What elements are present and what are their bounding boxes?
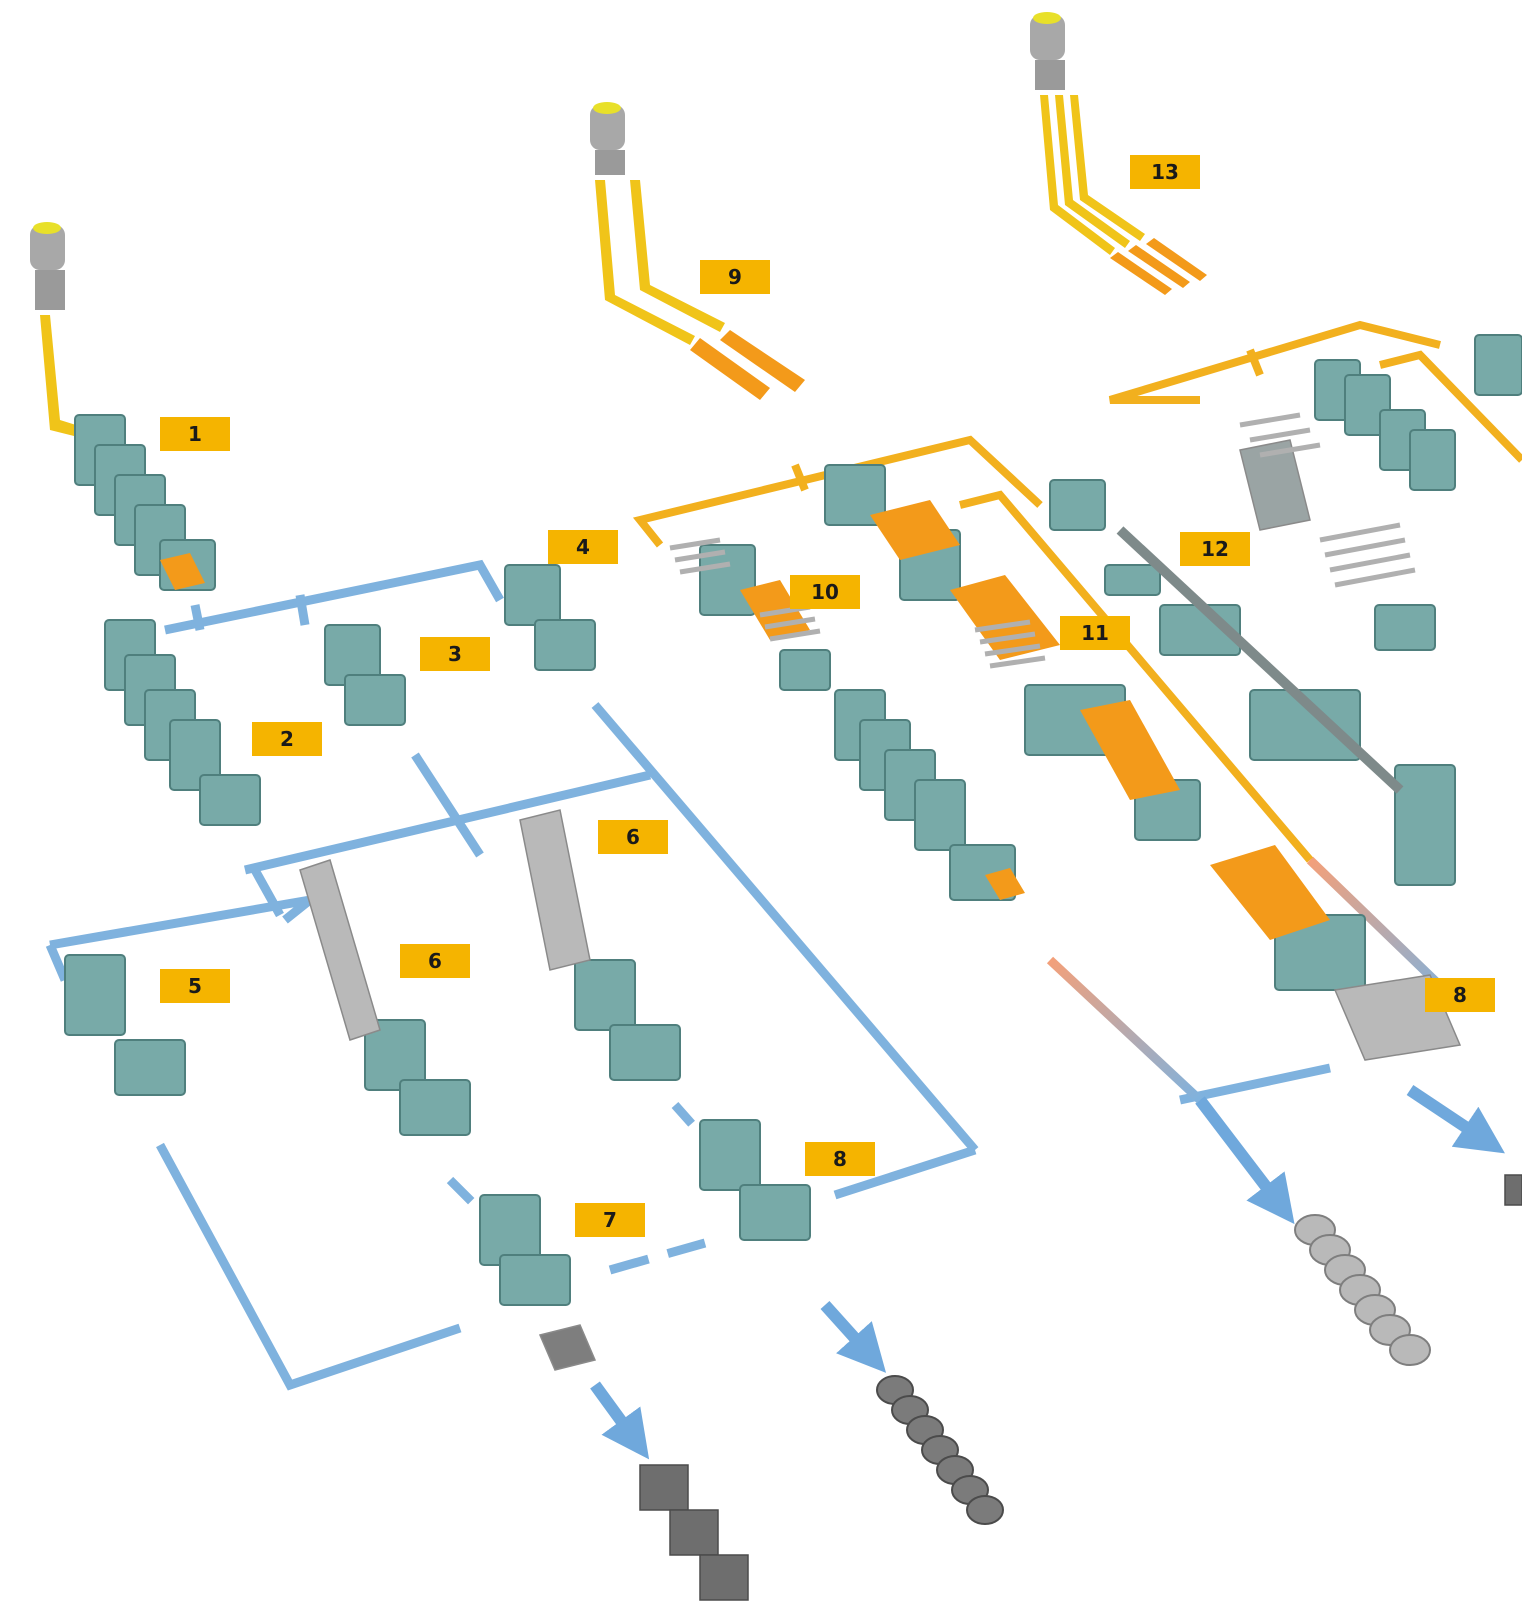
label-1: 1	[160, 417, 230, 451]
strands-13	[1040, 95, 1207, 295]
label-2: 2	[252, 722, 322, 756]
label-8b: 8	[1425, 978, 1495, 1012]
label-6b: 6	[598, 820, 668, 854]
ladle-9	[590, 102, 625, 175]
label-5: 5	[160, 969, 230, 1003]
label-3: 3	[420, 637, 490, 671]
label-8a: 8	[805, 1142, 875, 1176]
strand-1	[40, 315, 92, 440]
roller-tables	[669, 412, 1416, 669]
label-6a: 6	[400, 944, 470, 978]
label-9: 9	[700, 260, 770, 294]
hot-route-lines	[632, 320, 1522, 863]
product-arrows	[590, 1085, 1505, 1460]
ladle-13	[1030, 12, 1065, 90]
label-13: 13	[1130, 155, 1200, 189]
product-rings	[876, 1375, 1004, 1525]
label-4: 4	[548, 530, 618, 564]
hot-strips	[160, 500, 1330, 940]
label-7: 7	[575, 1203, 645, 1237]
product-coils	[1294, 1214, 1431, 1366]
steel-elements	[299, 439, 1462, 1371]
strands-9	[595, 180, 805, 400]
product-blocks	[639, 1174, 1522, 1601]
cold-route-lines	[45, 559, 1331, 1391]
label-11: 11	[1060, 616, 1130, 650]
ladle-1	[30, 222, 65, 310]
label-12: 12	[1180, 532, 1250, 566]
label-10: 10	[790, 575, 860, 609]
hot-to-cold-transition	[1046, 956, 1204, 1104]
